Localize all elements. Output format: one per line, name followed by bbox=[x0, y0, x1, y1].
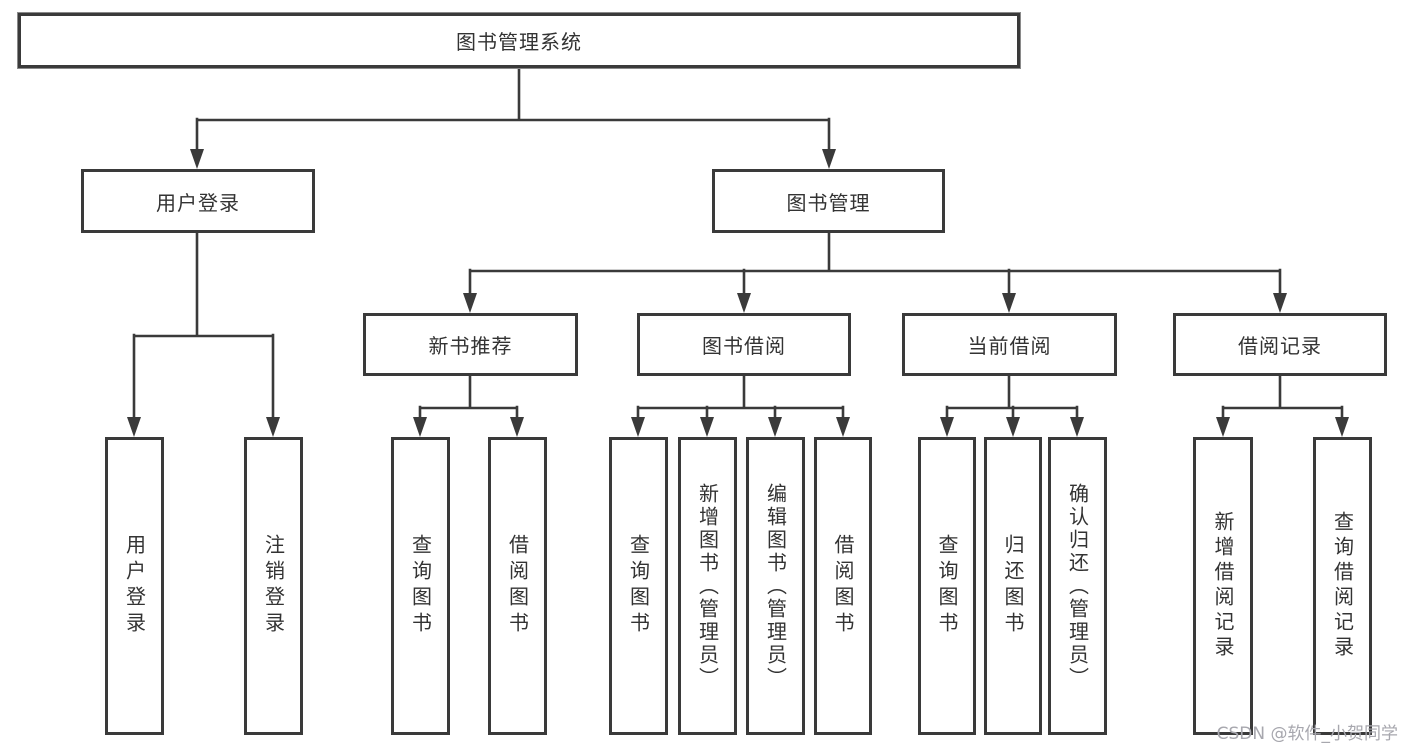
node-user-login: 用户登录 bbox=[81, 169, 315, 233]
leaf-label: 查询借阅记录 bbox=[1330, 511, 1355, 661]
leaf-query-books-current: 查询图书 bbox=[918, 437, 976, 735]
leaf-label: 用户登录 bbox=[122, 534, 147, 638]
leaf-label: 借阅图书 bbox=[505, 534, 530, 638]
leaf-borrow-books-recommend: 借阅图书 bbox=[488, 437, 547, 735]
leaf-confirm-return-admin: 确认归还（管理员） bbox=[1048, 437, 1107, 735]
node-new-book-recommendation: 新书推荐 bbox=[363, 313, 578, 376]
leaf-return-books: 归还图书 bbox=[984, 437, 1042, 735]
node-borrowing-records: 借阅记录 bbox=[1173, 313, 1387, 376]
leaf-label: 查询图书 bbox=[935, 534, 959, 638]
leaf-logout: 注销登录 bbox=[244, 437, 303, 735]
leaf-label: 借阅图书 bbox=[831, 534, 855, 638]
leaf-label: 查询图书 bbox=[408, 534, 433, 638]
leaf-add-borrow-record: 新增借阅记录 bbox=[1193, 437, 1253, 735]
leaf-label: 查询图书 bbox=[626, 534, 651, 638]
leaf-user-login: 用户登录 bbox=[105, 437, 164, 735]
leaf-label: 新增图书（管理员） bbox=[695, 482, 720, 690]
watermark-text: CSDN @软件_小贺同学 bbox=[1216, 724, 1398, 744]
leaf-query-books-borrowing: 查询图书 bbox=[609, 437, 668, 735]
leaf-label: 归还图书 bbox=[1001, 534, 1025, 638]
leaf-edit-books-admin: 编辑图书（管理员） bbox=[746, 437, 805, 735]
leaf-label: 注销登录 bbox=[261, 534, 286, 638]
leaf-label: 确认归还（管理员） bbox=[1065, 482, 1090, 690]
leaf-label: 新增借阅记录 bbox=[1211, 511, 1235, 661]
node-book-management: 图书管理 bbox=[712, 169, 945, 233]
leaf-add-books-admin: 新增图书（管理员） bbox=[678, 437, 737, 735]
node-current-borrowing: 当前借阅 bbox=[902, 313, 1117, 376]
leaf-label: 编辑图书（管理员） bbox=[763, 482, 788, 690]
leaf-borrow-books-borrowing: 借阅图书 bbox=[814, 437, 872, 735]
node-library-management-system: 图书管理系统 bbox=[18, 13, 1020, 68]
arrowheads bbox=[127, 149, 1349, 437]
leaf-query-borrow-record: 查询借阅记录 bbox=[1313, 437, 1372, 735]
leaf-query-books-recommend: 查询图书 bbox=[391, 437, 450, 735]
node-book-borrowing: 图书借阅 bbox=[637, 313, 851, 376]
